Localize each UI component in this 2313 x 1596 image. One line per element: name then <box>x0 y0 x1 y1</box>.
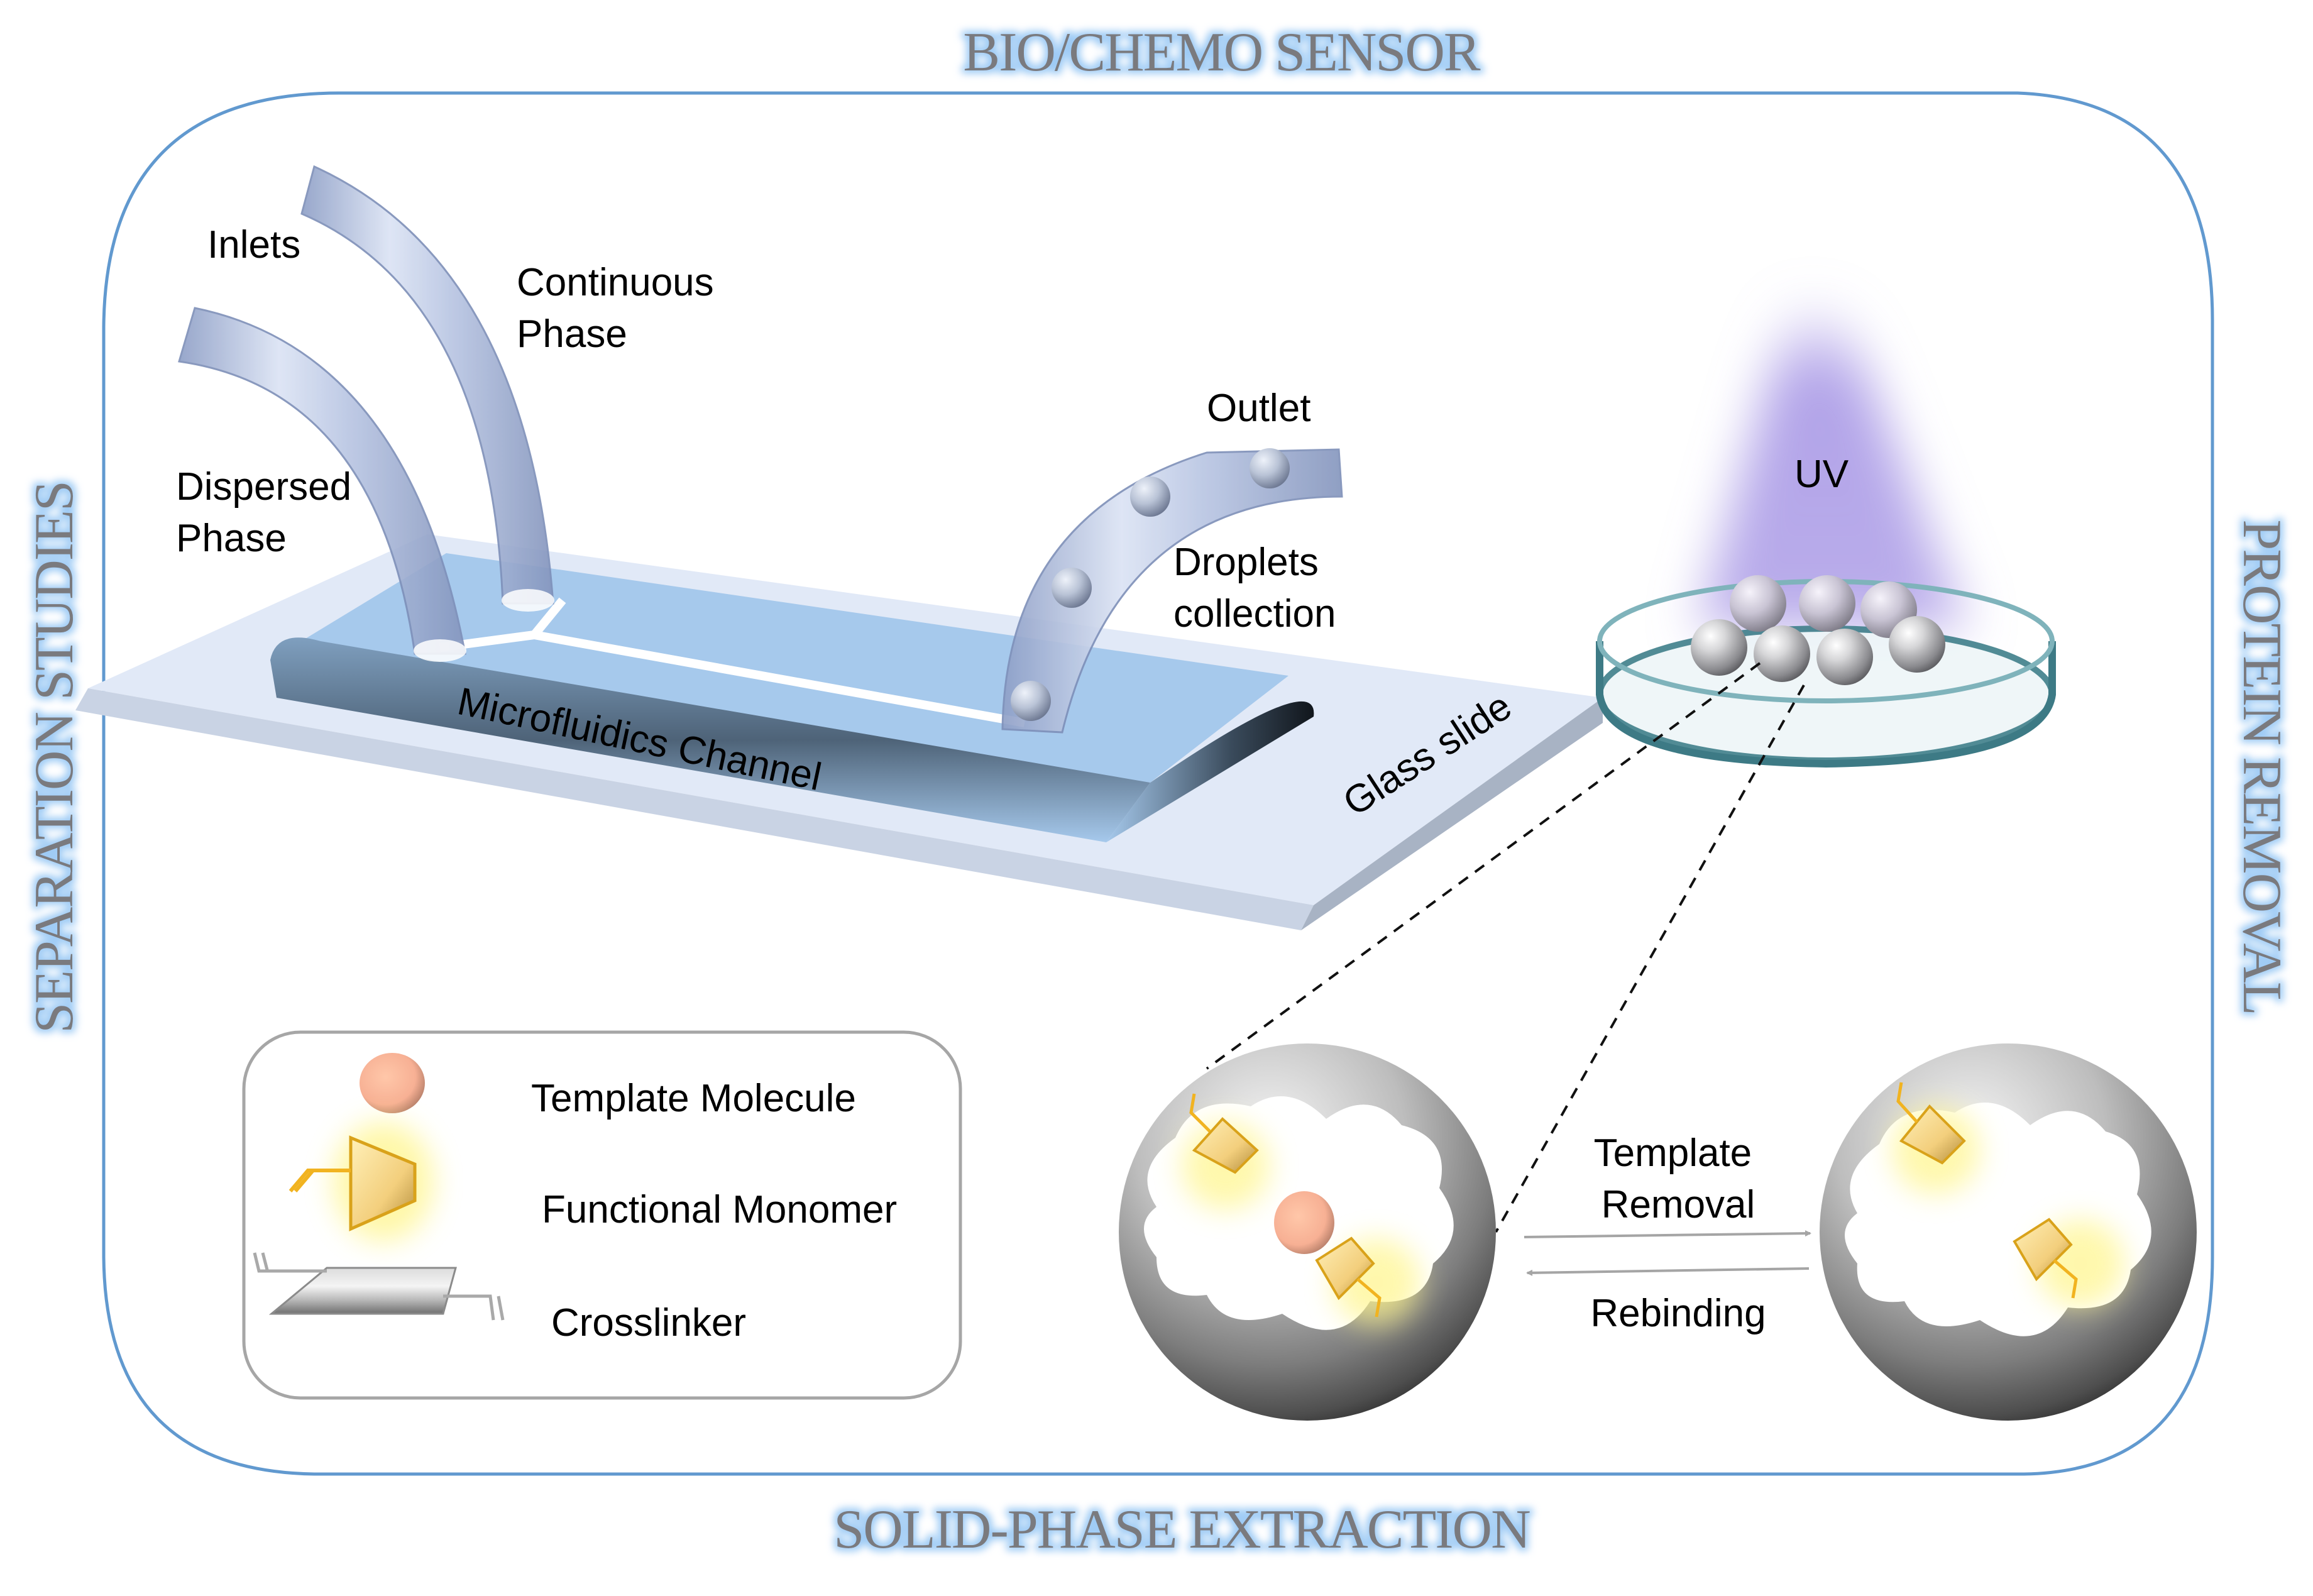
legend-label: Template Molecule <box>531 1077 856 1120</box>
outlet-label: Outlet <box>1207 387 1310 430</box>
inlets-label: Inlets <box>207 223 300 267</box>
droplet <box>1052 568 1092 608</box>
droplets-collection-label: Droplets collection <box>1173 541 1336 636</box>
droplet <box>1011 681 1051 721</box>
crosslinker-icon <box>253 1252 505 1321</box>
monomer-in-particle <box>1899 1104 1966 1165</box>
polymer-bead <box>1754 625 1810 682</box>
monomer-in-particle <box>2013 1218 2073 1282</box>
legend-item-template-molecule: Template Molecule <box>360 1053 856 1120</box>
template-molecule <box>1274 1191 1334 1254</box>
droplet <box>1130 476 1170 517</box>
porous-cavity <box>1845 1103 2151 1336</box>
droplet <box>1250 448 1290 488</box>
template-removal-arrow <box>1524 1230 1811 1238</box>
frame-bottom-label: SOLID-PHASE EXTRACTION <box>833 1499 1530 1560</box>
monomer-in-particle <box>1315 1236 1375 1301</box>
legend-label: Crosslinker <box>551 1301 746 1345</box>
legend: Template Molecule Functional Monomer Cr <box>242 1030 962 1400</box>
channel-branch <box>530 597 566 638</box>
functional-monomer-icon <box>288 1122 434 1241</box>
imprinted-particle-with-template <box>1119 1043 1496 1421</box>
legend-item-crosslinker: Crosslinker <box>253 1252 746 1345</box>
imprinting-process: Template Removal Rebinding <box>1119 1043 2197 1421</box>
zoom-guide-line <box>1206 662 1761 1070</box>
legend-label: Functional Monomer <box>542 1188 897 1231</box>
legend-item-functional-monomer: Functional Monomer <box>288 1122 897 1241</box>
rebinding-label: Rebinding <box>1590 1292 1766 1335</box>
outlet-droplets <box>1011 448 1290 721</box>
frame-right-label: PROTEIN REMOVAL <box>2231 519 2292 1014</box>
template-removal-label: Template Removal <box>1594 1131 1763 1226</box>
uv-curing-setup: UV <box>1596 299 2056 768</box>
rebinding-arrow <box>1526 1267 1810 1276</box>
outer-frame-border <box>102 91 2214 1476</box>
monomer-in-particle <box>1192 1117 1259 1174</box>
polymer-bead <box>1889 616 1945 673</box>
polymer-bead <box>1799 575 1855 632</box>
uv-light-beam <box>1697 299 1967 629</box>
microfluidic-device: Inlets Continuous Phase Dispersed Phase … <box>75 165 1603 930</box>
continuous-phase-label: Continuous Phase <box>517 261 725 356</box>
dispersed-phase-label: Dispersed Phase <box>176 465 362 560</box>
polymer-bead <box>1730 575 1786 632</box>
imprinted-particle-empty-cavity <box>1820 1043 2197 1421</box>
polymer-bead <box>1816 629 1873 685</box>
outlet-tube <box>1001 448 1343 734</box>
zoom-guide-line <box>1495 685 1805 1233</box>
uv-label: UV <box>1794 453 1849 496</box>
dish-beads <box>1691 575 1945 685</box>
template-molecule-icon <box>360 1053 425 1113</box>
frame-left-label: SEPARATION STUDIES <box>24 482 85 1033</box>
polymer-bead <box>1691 619 1747 676</box>
frame-top-label: BIO/CHEMO SENSOR <box>963 22 1481 83</box>
